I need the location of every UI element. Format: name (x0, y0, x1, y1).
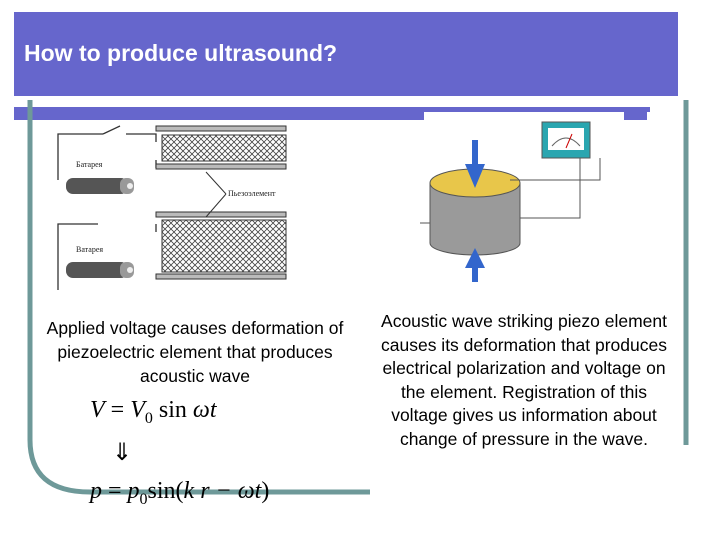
battery-label-1: Батарея (76, 160, 103, 169)
title-underline-right (624, 112, 647, 120)
top-circuit (57, 125, 157, 290)
battery-label-2: Ватарея (76, 245, 103, 254)
pressure-equation: p = p0sin(k r − ωt) (90, 478, 270, 508)
lower-arrow (465, 248, 485, 282)
top-piezo-element (161, 134, 287, 162)
voltmeter (541, 121, 591, 159)
implies-arrow: ⇓ (112, 440, 133, 466)
battery-2 (66, 262, 134, 278)
top-plate (155, 125, 287, 132)
voltage-equation: V = V0 sin ωt (90, 397, 217, 427)
right-caption: Acoustic wave striking piezo element cau… (381, 311, 667, 449)
middle-plate (155, 163, 287, 170)
bottom-plate (155, 273, 287, 280)
bottom-piezo-element (161, 219, 287, 273)
incoming-arrow (465, 140, 485, 188)
battery-1 (66, 178, 134, 194)
slide-title: How to produce ultrasound? (24, 40, 338, 66)
lower-plate (155, 211, 287, 218)
piezo-receiver-diagram (420, 121, 601, 282)
piezo-label: Пьезоэлемент (228, 189, 276, 198)
left-caption: Applied voltage causes deformation of pi… (46, 318, 344, 386)
piezo-transmitter-diagram: Батарея Ватарея Пьезоэлемент (57, 125, 287, 290)
